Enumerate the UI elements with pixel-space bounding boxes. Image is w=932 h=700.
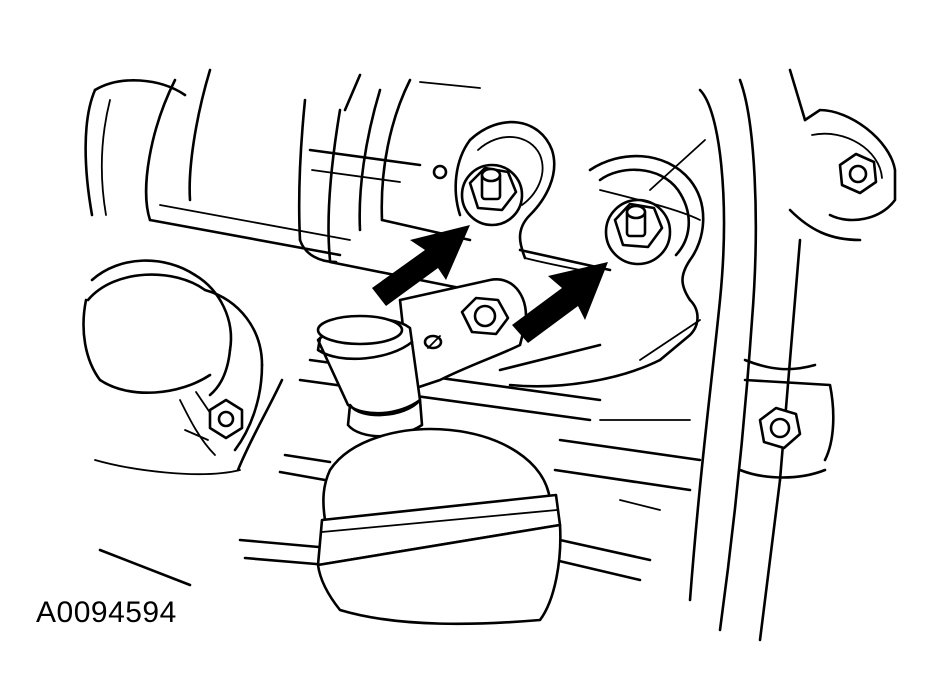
bolt-icon — [460, 296, 510, 336]
bolt-icon — [758, 406, 802, 450]
left-cylinder — [82, 259, 264, 456]
nut-icon — [432, 163, 524, 227]
shift-boot — [316, 314, 562, 626]
arrow-icon — [372, 225, 470, 306]
bolt-icon — [184, 398, 244, 441]
linkage-arm — [398, 278, 528, 392]
bolt-icon — [838, 152, 878, 195]
mounting-bracket — [454, 120, 705, 388]
nut-icon — [604, 198, 672, 266]
arrow-icon — [512, 262, 608, 343]
left-housing — [84, 68, 351, 587]
right-casting — [639, 68, 897, 642]
figure-id-label: A0094594 — [36, 596, 177, 629]
